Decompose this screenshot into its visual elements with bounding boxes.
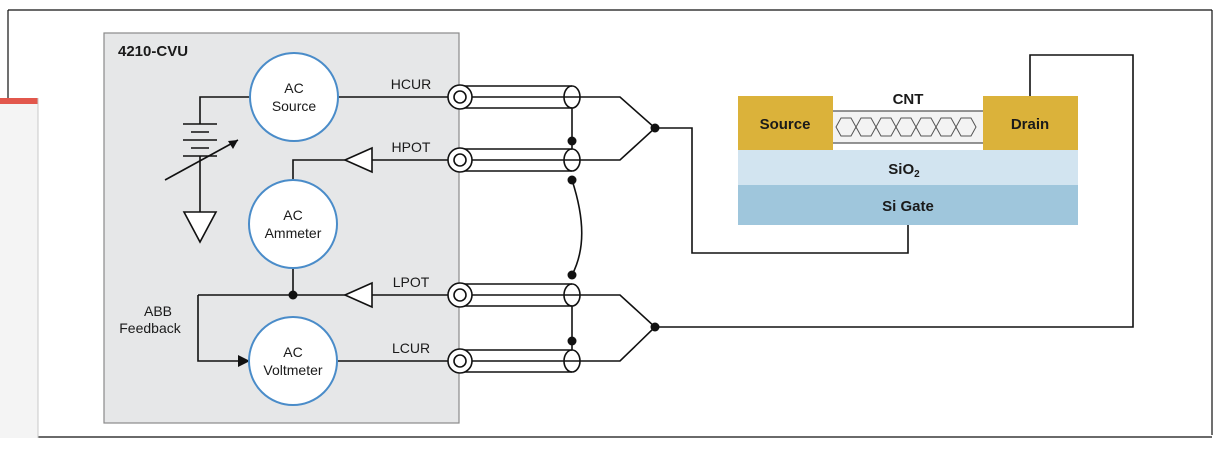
coax-cable-lcur [447, 348, 590, 374]
si-gate-label: Si Gate [882, 198, 934, 215]
feedback-to-voltmeter-wire [197, 295, 248, 362]
ac-ammeter-label-1: AC [283, 207, 302, 223]
low-join-wire [590, 294, 657, 362]
shield-interconnect [567, 108, 583, 350]
drain-electrode [983, 96, 1078, 150]
coax-cable-hcur [447, 84, 590, 110]
terminal-hcur-label: HCUR [391, 76, 431, 92]
coax-cable-lpot [447, 282, 590, 308]
source-label: Source [760, 116, 811, 133]
cnt-nanotube-icon [833, 110, 983, 144]
left-edge-window-fragment [0, 98, 38, 438]
high-to-gate-wire [655, 127, 909, 254]
ac-voltmeter-label-1: AC [283, 344, 302, 360]
sio2-layer [738, 150, 1078, 185]
coax-cable-hpot [447, 147, 590, 173]
ac-source-label-2: Source [272, 98, 317, 114]
terminal-lcur-label: LCUR [392, 340, 430, 356]
terminal-lpot-label: LPOT [393, 274, 430, 290]
ac-source-label-1: AC [284, 80, 303, 96]
cnt-label: CNT [893, 91, 924, 108]
ac-ammeter-block: AC Ammeter [248, 179, 338, 269]
drain-label: Drain [1011, 116, 1049, 133]
source-battery-lead [199, 96, 250, 124]
sio2-label: SiO2 [888, 161, 920, 180]
terminal-hpot-label: HPOT [392, 139, 431, 155]
ac-voltmeter-block: AC Voltmeter [248, 316, 338, 406]
abb-label: ABB [144, 303, 172, 319]
ammeter-to-hpot-amp-wire [292, 159, 345, 179]
feedback-label: Feedback [119, 320, 181, 336]
si-gate-layer [738, 185, 1078, 225]
cnt-device: Source Drain CNT SiO2 Si Gate [738, 91, 1078, 225]
ground-icon [182, 211, 218, 244]
battery-variable-icon [164, 123, 239, 212]
ac-voltmeter-label-2: Voltmeter [263, 362, 322, 378]
arrowhead-icon [238, 355, 250, 367]
low-to-drain-wire [655, 54, 1134, 328]
ac-source-block: AC Source [249, 52, 339, 142]
instrument-name: 4210-CVU [118, 43, 188, 60]
ac-ammeter-label-2: Ammeter [265, 225, 322, 241]
high-join-wire [590, 96, 657, 161]
source-electrode [738, 96, 833, 150]
left-edge-red-strip [0, 98, 38, 104]
